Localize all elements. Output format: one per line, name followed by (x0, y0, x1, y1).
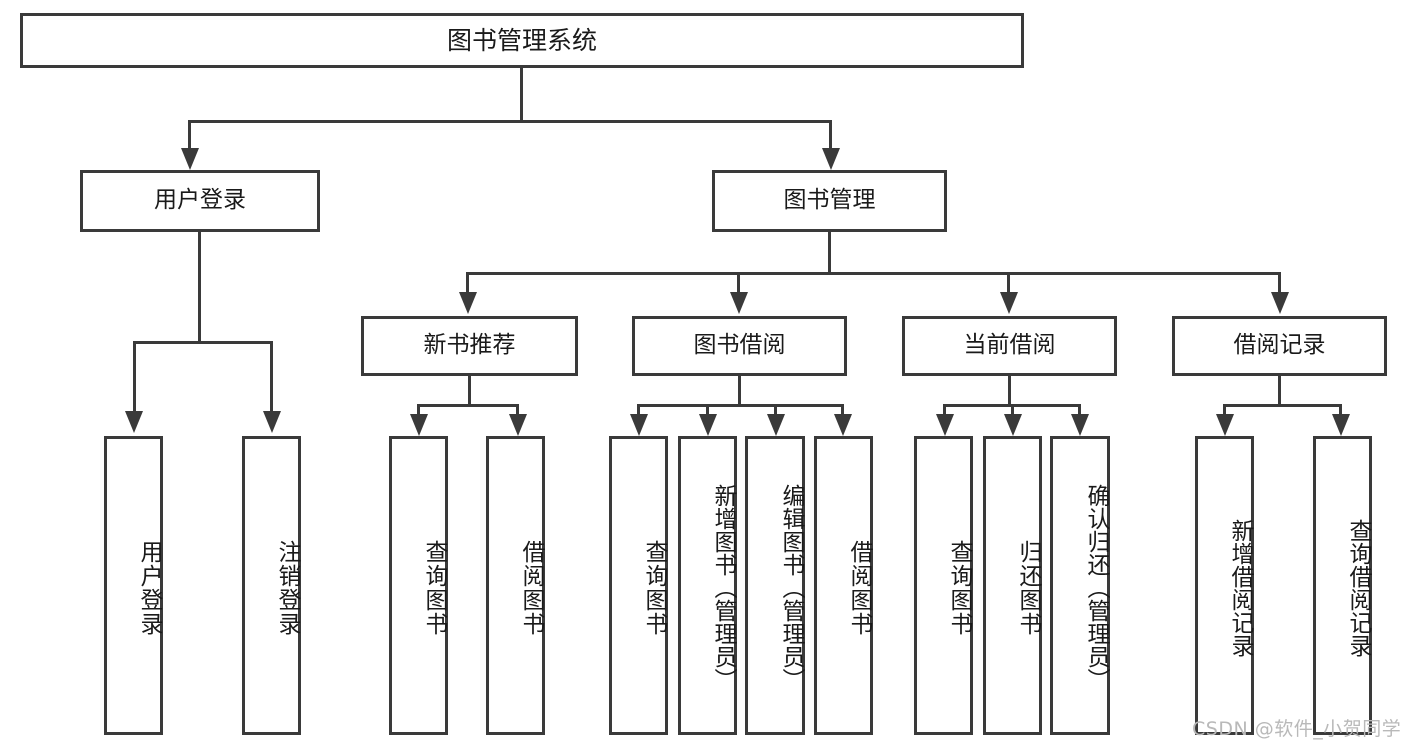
connector-bookmgmt-stem (828, 232, 831, 274)
node-leaf-return-book[interactable]: 归还图书 (983, 436, 1042, 735)
connector-user-login-drop-2 (270, 341, 273, 413)
node-label: 查询图书 (946, 539, 972, 636)
connector-bookmgmt-drop-4 (1278, 272, 1281, 294)
node-leaf-add-borrow-record[interactable]: 新增借阅记录 (1195, 436, 1254, 735)
connector-bookborrow-drop-3 (774, 404, 777, 416)
node-label: 编辑图书（管理员） (778, 484, 804, 691)
connector-bookmgmt-drop-1 (466, 272, 469, 294)
connector-newbook-stem (468, 376, 471, 406)
node-label: 新增图书（管理员） (710, 484, 736, 691)
connector-user-login-drop-1 (133, 341, 136, 413)
node-leaf-query-book-2[interactable]: 查询图书 (609, 436, 668, 735)
node-book-management[interactable]: 图书管理 (712, 170, 947, 232)
connector-borrowrecord-stem (1278, 376, 1281, 406)
node-label: 注销登录 (274, 539, 300, 636)
arrowhead-bookborrow-leaf-1 (630, 414, 648, 436)
connector-root-bus (188, 120, 832, 123)
node-label: 图书借阅 (693, 332, 786, 359)
arrowhead-to-book-management (822, 148, 840, 170)
connector-borrowrecord-drop-2 (1339, 404, 1342, 416)
node-leaf-user-login[interactable]: 用户登录 (104, 436, 163, 735)
arrowhead-newbook-leaf-2 (509, 414, 527, 436)
node-borrow-record[interactable]: 借阅记录 (1172, 316, 1387, 376)
connector-root-drop-2 (829, 120, 832, 150)
arrowhead-currentborrow-leaf-1 (936, 414, 954, 436)
node-leaf-confirm-return-admin[interactable]: 确认归还（管理员） (1050, 436, 1110, 735)
arrowhead-to-user-login (181, 148, 199, 170)
node-leaf-query-borrow-record[interactable]: 查询借阅记录 (1313, 436, 1372, 735)
arrowhead-bookborrow-leaf-4 (834, 414, 852, 436)
node-label: 图书管理 (783, 187, 876, 214)
node-label: 当前借阅 (963, 332, 1056, 359)
connector-currentborrow-stem (1008, 376, 1011, 406)
node-leaf-add-book-admin[interactable]: 新增图书（管理员） (678, 436, 737, 735)
connector-currentborrow-drop-1 (943, 404, 946, 416)
node-label: 查询借阅记录 (1345, 518, 1371, 657)
arrowhead-currentborrow-leaf-2 (1004, 414, 1022, 436)
arrowhead-bookborrow-leaf-2 (699, 414, 717, 436)
connector-newbook-drop-1 (417, 404, 420, 416)
node-current-borrow[interactable]: 当前借阅 (902, 316, 1117, 376)
node-label: 借阅图书 (846, 539, 872, 636)
node-leaf-query-book-1[interactable]: 查询图书 (389, 436, 448, 735)
node-leaf-edit-book-admin[interactable]: 编辑图书（管理员） (745, 436, 805, 735)
node-new-book-recommend[interactable]: 新书推荐 (361, 316, 578, 376)
node-label: 借阅记录 (1233, 332, 1326, 359)
arrowhead-to-leaf-user-login (125, 411, 143, 433)
connector-currentborrow-drop-3 (1078, 404, 1081, 416)
connector-borrowrecord-bus (1223, 404, 1342, 407)
arrowhead-to-leaf-logout (263, 411, 281, 433)
node-label: 用户登录 (154, 187, 246, 214)
connector-currentborrow-drop-2 (1011, 404, 1014, 416)
node-book-borrow[interactable]: 图书借阅 (632, 316, 847, 376)
connector-bookborrow-drop-1 (637, 404, 640, 416)
arrowhead-to-borrow-record (1271, 292, 1289, 314)
arrowhead-currentborrow-leaf-3 (1071, 414, 1089, 436)
arrowhead-borrowrecord-leaf-1 (1216, 414, 1234, 436)
node-leaf-borrow-book-1[interactable]: 借阅图书 (486, 436, 545, 735)
connector-bookborrow-drop-2 (706, 404, 709, 416)
node-label: 新增借阅记录 (1227, 518, 1253, 657)
node-label: 新书推荐 (423, 332, 516, 359)
node-root-book-management-system[interactable]: 图书管理系统 (20, 13, 1024, 68)
node-label: 借阅图书 (518, 539, 544, 636)
connector-bookborrow-drop-4 (841, 404, 844, 416)
connector-bookmgmt-drop-2 (737, 272, 740, 294)
node-label: 图书管理系统 (446, 25, 597, 55)
connector-bookmgmt-bus (466, 272, 1281, 275)
node-label: 确认归还（管理员） (1083, 484, 1109, 691)
connector-newbook-bus (417, 404, 519, 407)
node-leaf-borrow-book-2[interactable]: 借阅图书 (814, 436, 873, 735)
arrowhead-to-new-book-recommend (459, 292, 477, 314)
arrowhead-to-book-borrow (730, 292, 748, 314)
node-leaf-query-book-3[interactable]: 查询图书 (914, 436, 973, 735)
connector-newbook-drop-2 (516, 404, 519, 416)
connector-root-stem (520, 68, 523, 120)
connector-borrowrecord-drop-1 (1223, 404, 1226, 416)
node-label: 用户登录 (136, 539, 162, 636)
arrowhead-borrowrecord-leaf-2 (1332, 414, 1350, 436)
node-leaf-logout[interactable]: 注销登录 (242, 436, 301, 735)
connector-root-drop-1 (188, 120, 191, 150)
connector-bookmgmt-drop-3 (1007, 272, 1010, 294)
connector-user-login-bus (133, 341, 273, 344)
connector-user-login-stem (198, 232, 201, 344)
node-label: 查询图书 (641, 539, 667, 636)
node-label: 归还图书 (1015, 539, 1041, 636)
node-user-login[interactable]: 用户登录 (80, 170, 320, 232)
connector-bookborrow-stem (738, 376, 741, 406)
node-label: 查询图书 (421, 539, 447, 636)
arrowhead-bookborrow-leaf-3 (767, 414, 785, 436)
arrowhead-newbook-leaf-1 (410, 414, 428, 436)
connector-bookborrow-bus (637, 404, 844, 407)
arrowhead-to-current-borrow (1000, 292, 1018, 314)
